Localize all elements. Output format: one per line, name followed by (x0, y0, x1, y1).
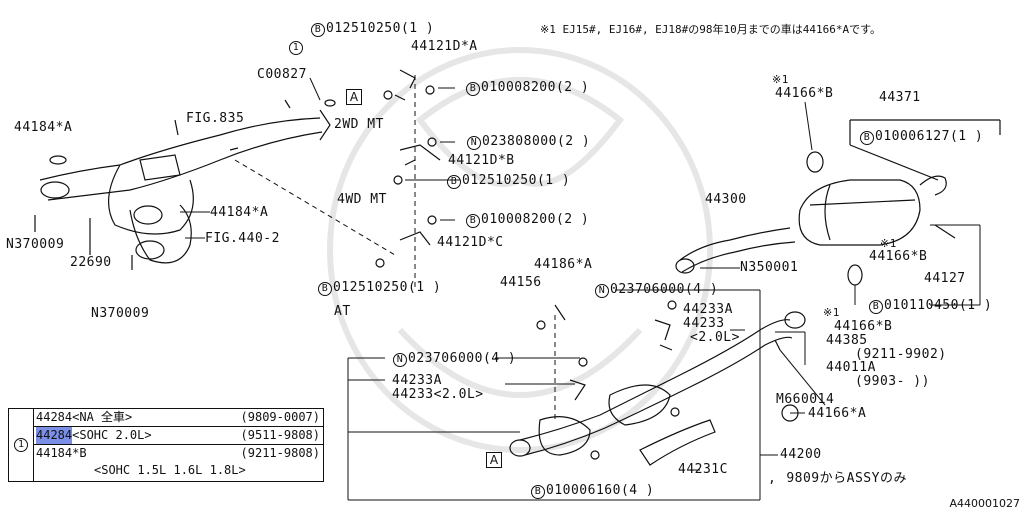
label-44233-2-0l-low[interactable]: 44233<2.0L> (392, 387, 484, 402)
label-mark1-b: ※1 (880, 237, 897, 250)
table-row[interactable]: 44284<NA 全車> (9809-0007) (34, 409, 324, 427)
bolt-mark-icon: B (318, 282, 332, 296)
table-desc: <SOHC 2.0L> (72, 428, 152, 442)
ref-mark-icon: 1 (14, 438, 28, 452)
center-pipe-assembly (509, 300, 806, 466)
label-44127[interactable]: 44127 (924, 271, 966, 286)
bolt-mark-icon: B (447, 175, 461, 189)
label-m660014[interactable]: M660014 (776, 392, 835, 407)
label-at: AT (334, 304, 351, 319)
footnote-mark: ※1 (540, 23, 556, 36)
label-2-0l-top: <2.0L> (690, 330, 740, 345)
label-44166b-low[interactable]: 44166*B (834, 319, 893, 334)
exhaust-manifold (34, 99, 336, 270)
label-fig440-2[interactable]: FIG.440-2 (205, 231, 280, 246)
table-footer: <SOHC 1.5L 1.6L 1.8L> (94, 463, 246, 477)
label-44200[interactable]: 44200 (780, 447, 822, 462)
footnote-text: EJ15#, EJ16#, EJ18#の98年10月までの車は44166*Aです… (562, 23, 882, 36)
label-44121dc[interactable]: 44121D*C (437, 235, 504, 250)
label-44233a-top[interactable]: 44233A (683, 302, 733, 317)
bolt-mark-icon: B (531, 485, 545, 499)
label-44231c[interactable]: 44231C (678, 462, 728, 477)
bolt-mark-icon: B (869, 300, 883, 314)
callout-ref1[interactable]: 1 (289, 40, 304, 55)
label-44233a-low[interactable]: 44233A (392, 373, 442, 388)
table-row-selected[interactable]: 44284<SOHC 2.0L> (9511-9808) (34, 427, 324, 445)
label-44156[interactable]: 44156 (500, 275, 542, 290)
label-44121da[interactable]: 44121D*A (411, 39, 478, 54)
rear-muffler (675, 119, 1001, 286)
ref-box-a-bottom: A (486, 452, 502, 468)
label-44300[interactable]: 44300 (705, 192, 747, 207)
label-c00827[interactable]: C00827 (257, 67, 307, 82)
nut-mark-icon: N (467, 136, 481, 150)
label-44121db[interactable]: 44121D*B (448, 153, 515, 168)
drawing-ref-code: A440001027 (949, 497, 1020, 510)
bolt-mark-icon: B (311, 23, 325, 37)
table-part-number-highlighted: 44284 (36, 427, 73, 444)
label-22690[interactable]: 22690 (70, 255, 112, 270)
bolt-mark-icon: B (466, 214, 480, 228)
ref-box-a-top: A (346, 89, 362, 105)
table-row[interactable]: 44184*B (9211-9808) (34, 445, 324, 462)
label-date-9211-9902: (9211-9902) (855, 347, 947, 362)
label-fig835[interactable]: FIG.835 (186, 111, 245, 126)
table-part-number: 44184*B (36, 446, 87, 460)
label-mark1-a: ※1 (772, 73, 789, 86)
label-44166b-top[interactable]: 44166*B (775, 86, 834, 101)
nut-mark-icon: N (595, 284, 609, 298)
label-44166a[interactable]: 44166*A (808, 406, 867, 421)
label-4wd-mt: 4WD MT (337, 192, 387, 207)
label-44184a-left[interactable]: 44184*A (14, 120, 73, 135)
label-mark1-c: ※1 (823, 306, 840, 319)
label-44011a[interactable]: 44011A (826, 360, 876, 375)
label-44233-top[interactable]: 44233 (683, 316, 725, 331)
parts-table: 1 44284<NA 全車> (9809-0007) 44284<SOHC 2.… (8, 408, 324, 482)
table-ref-mark: 1 (9, 409, 34, 481)
watermark-logo (327, 47, 713, 453)
table-date: (9211-9808) (240, 446, 320, 460)
nut-mark-icon: N (393, 353, 407, 367)
table-date: (9511-9808) (240, 428, 320, 442)
table-date: (9809-0007) (240, 410, 320, 424)
table-part-number: 44284 (36, 410, 73, 424)
table-desc: <NA 全車> (72, 410, 133, 424)
label-44371[interactable]: 44371 (879, 90, 921, 105)
label-2wd-mt: 2WD MT (334, 117, 384, 132)
bolt-mark-icon: B (860, 131, 874, 145)
label-n350001[interactable]: N350001 (740, 260, 799, 275)
label-date-9903: (9903- )) (855, 374, 930, 389)
label-44186a[interactable]: 44186*A (534, 257, 593, 272)
label-44184a-right[interactable]: 44184*A (210, 205, 269, 220)
label-assy-note: ,9809からASSYのみ (768, 471, 907, 486)
label-n370009-left[interactable]: N370009 (6, 237, 65, 252)
bolt-mark-icon: B (466, 82, 480, 96)
footnote: ※1 EJ15#, EJ16#, EJ18#の98年10月までの車は44166*… (540, 24, 881, 36)
label-44166b-mid[interactable]: 44166*B (869, 249, 928, 264)
label-44385[interactable]: 44385 (826, 333, 868, 348)
ref-mark-icon: 1 (289, 41, 303, 55)
connector-brackets (375, 69, 441, 268)
label-n370009-bottom[interactable]: N370009 (91, 306, 150, 321)
